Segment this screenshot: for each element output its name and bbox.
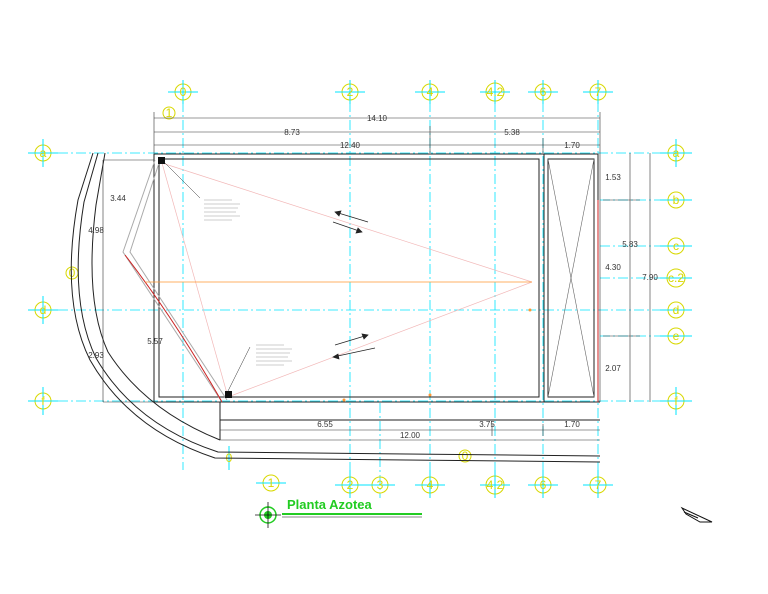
axis-marker-bottom-4: 4 (415, 470, 445, 498)
dim-12-40: 12.40 (340, 141, 361, 150)
dim-1-70-bottom: 1.70 (564, 420, 580, 429)
drain-icon (225, 391, 232, 398)
bottom-axis-markers: 0 1 2 3 4 0 (226, 403, 613, 498)
cursor-icon (680, 506, 713, 523)
axis-marker-bottom-7: 7 (583, 470, 613, 498)
dimension-lines (102, 112, 651, 441)
axis-label: 1 (166, 106, 173, 120)
axis-label: 6 (540, 478, 547, 492)
dim-4-30: 4.30 (605, 263, 621, 272)
target-icon (255, 502, 281, 528)
axis-marker-right-e: e (660, 327, 692, 345)
dim-5-38: 5.38 (504, 128, 520, 137)
right-axis-markers: a b c c.2 d e (660, 139, 692, 415)
axis-marker-bottom-6: 6 (528, 470, 558, 498)
axis-label: b (673, 193, 680, 207)
building-outline (70, 152, 601, 463)
angled-wall (122, 159, 228, 403)
dim-12-00: 12.00 (400, 431, 421, 440)
axis-label: 4 (427, 85, 434, 99)
axis-label: 1 (268, 476, 275, 490)
drain-markers (158, 157, 532, 402)
axis-label: 7 (595, 478, 602, 492)
dim-14-10: 14.10 (367, 114, 388, 123)
dim-8-73: 8.73 (284, 128, 300, 137)
axis-marker-right-b: b (660, 191, 692, 209)
axis-marker-bottom-1: 1 (256, 474, 286, 492)
axis-marker-bottom-3: 3 (365, 403, 395, 498)
axis-label: c (673, 239, 679, 253)
axis-marker-bottom-4-2: 4.2 (480, 470, 510, 498)
axis-label: 2 (347, 478, 354, 492)
dim-1-53: 1.53 (605, 173, 621, 182)
axis-label: 4 (427, 478, 434, 492)
left-axis-markers: a d f (28, 139, 58, 415)
beam-lines (124, 200, 599, 403)
axis-label: c.2 (668, 271, 684, 285)
tag-0-marker: 0 (65, 266, 79, 280)
axis-marker-left-f: f (28, 387, 58, 415)
dim-4-98: 4.98 (88, 226, 104, 235)
dim-3-44: 3.44 (110, 194, 126, 203)
axis-marker-top-4: 4 (415, 80, 445, 104)
axis-marker-top-4-2: 4.2 (480, 80, 510, 104)
axis-label: 2 (347, 85, 354, 99)
axis-label: 0 (462, 449, 469, 463)
axis-label: 4.2 (487, 85, 504, 99)
axis-marker-left-a: a (28, 139, 58, 167)
axis-marker-right-d: d (660, 301, 692, 319)
dim-2-07: 2.07 (605, 364, 621, 373)
top-axis-markers: 0 2 4 4.2 6 7 (168, 80, 613, 104)
drawing-title-block: Planta Azotea (255, 497, 422, 528)
drawing-title: Planta Azotea (287, 497, 373, 512)
axis-label: a (40, 146, 47, 160)
axis-label: 3 (377, 478, 384, 492)
dim-5-83: 5.83 (622, 240, 638, 249)
tag-1-marker: 1 (162, 106, 176, 120)
dim-6-55: 6.55 (317, 420, 333, 429)
axis-marker-right-f: f (660, 387, 692, 415)
dim-5-57: 5.57 (147, 337, 163, 346)
axis-label: 7 (595, 85, 602, 99)
axis-label: 6 (540, 85, 547, 99)
axis-marker-top-2: 2 (335, 80, 365, 104)
axis-label: d (40, 303, 47, 317)
dim-2-93: 2.93 (88, 351, 104, 360)
annotation-notes (204, 199, 292, 366)
axis-marker-top-0: 0 (168, 80, 198, 104)
axis-label: f (41, 394, 45, 408)
slope-lines (161, 162, 533, 398)
axis-marker-top-6: 6 (528, 80, 558, 104)
service-void (547, 158, 595, 398)
axis-label: d (673, 303, 680, 317)
dim-7-90: 7.90 (642, 273, 658, 282)
axis-marker-bottom-2: 2 (335, 470, 365, 498)
axis-label: f (674, 394, 678, 408)
axis-label: 0 (69, 266, 76, 280)
dimension-labels: 14.10 8.73 5.38 12.40 1.70 1.53 5.83 4.3… (88, 114, 658, 440)
axis-label: a (673, 146, 680, 160)
axis-label: e (673, 329, 680, 343)
axis-marker-right-a: a (660, 139, 692, 167)
axis-label: 4.2 (487, 478, 504, 492)
slope-arrows (332, 210, 376, 360)
axis-label: 0 (180, 85, 187, 99)
axis-marker-top-7: 7 (583, 80, 613, 104)
axis-marker-right-c2: c.2 (660, 268, 692, 288)
dim-3-75: 3.75 (479, 420, 495, 429)
dim-1-70-top: 1.70 (564, 141, 580, 150)
drain-icon (158, 157, 165, 164)
axis-marker-bottom-0-right: 0 (458, 449, 472, 463)
axis-marker-right-c: c (660, 237, 692, 255)
inner-tags: 1 0 (65, 106, 176, 280)
axis-marker-left-d: d (28, 296, 58, 324)
